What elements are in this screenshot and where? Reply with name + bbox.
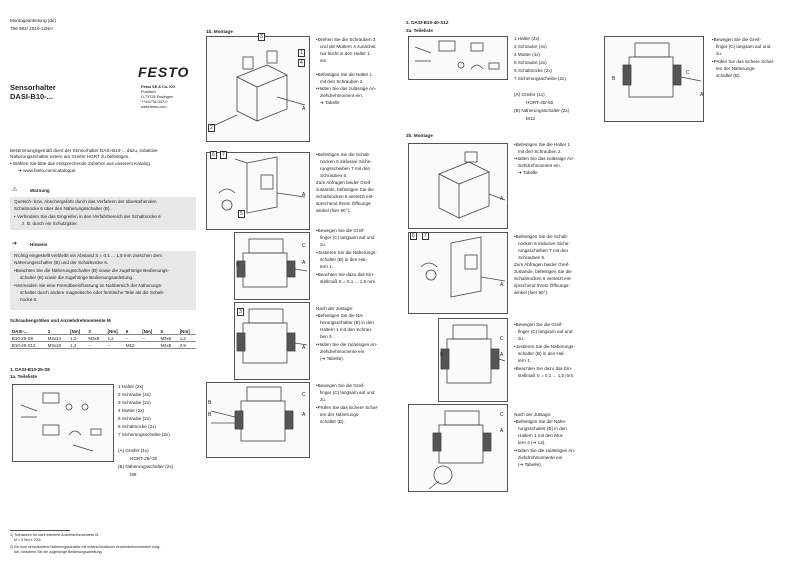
- label-A-10: A: [700, 92, 704, 98]
- label-B-2: B: [208, 400, 212, 406]
- callout-3b: 3: [237, 308, 244, 316]
- table-header-row: DASI-... 2 [Nm] 3 [Nm] 6 [Nm] 5 [Nm]: [10, 328, 196, 335]
- festo-logo: FESTO: [138, 64, 190, 80]
- label-C: C: [302, 243, 306, 249]
- assembly-diagram-10: [604, 36, 704, 122]
- label-A: A: [302, 106, 306, 112]
- label-C-3: C: [500, 336, 504, 342]
- section-2-title: 2. DASI-B10-40-S12: [406, 20, 449, 25]
- label-A-6: A: [500, 196, 504, 202]
- label-B-4: B: [440, 352, 444, 358]
- label-B-5: B: [612, 76, 616, 82]
- label-A-4: A: [302, 345, 306, 351]
- section-2b-title: 2b. Montage: [406, 133, 433, 138]
- callout-6: 6: [210, 151, 217, 159]
- arrow-hint-icon: ➔: [12, 241, 18, 247]
- parts-illustration-1: [12, 384, 114, 462]
- torque-grid: DASI-... 2 [Nm] 3 [Nm] 6 [Nm] 5 [Nm] B10…: [10, 328, 196, 349]
- label-C-4: C: [500, 412, 504, 418]
- callout-6b: 6: [410, 232, 417, 240]
- callout-5: 5: [238, 210, 245, 218]
- label-A-8: A: [500, 352, 504, 358]
- assembly-diagram-4: [234, 302, 310, 380]
- label-A-3: A: [302, 260, 306, 266]
- assembly-diagram-3: [234, 232, 310, 300]
- callout-4: 4: [298, 59, 305, 67]
- doc-number: 756 983/ 2010-12NH: [10, 26, 53, 31]
- assembly-diagram-8: [438, 318, 508, 402]
- label-C-5: C: [686, 70, 690, 76]
- assembly-diagram-2: [206, 152, 310, 230]
- assembly-diagram-5: [206, 382, 310, 458]
- callout-1: 1: [298, 49, 305, 57]
- label-B-3: B: [208, 412, 212, 418]
- callout-7: 7: [220, 151, 227, 159]
- label-A-2: A: [302, 192, 306, 198]
- label-A-5: A: [302, 412, 306, 418]
- assembly-diagram-7: [408, 232, 508, 314]
- callout-2: 2: [208, 124, 215, 132]
- assembly-diagram-6: [408, 143, 508, 229]
- parts-illustration-2: [408, 36, 508, 80]
- section-2a-title: 2a. Teileliste: [406, 28, 433, 33]
- section-1b-title: 1b. Montage: [206, 29, 233, 34]
- callout-7b: 7: [422, 232, 429, 240]
- callout-3: 3: [258, 33, 265, 41]
- assembly-diagram-1: [206, 36, 310, 142]
- assembly-diagram-9: [408, 404, 508, 492]
- label-A-7: A: [500, 282, 504, 288]
- label-C-2: C: [302, 392, 306, 398]
- label-A-9: A: [500, 428, 504, 434]
- doc-type: Montageanleitung (de): [10, 18, 56, 23]
- warning-icon: ⚠: [12, 187, 18, 193]
- label-B: B: [236, 262, 240, 268]
